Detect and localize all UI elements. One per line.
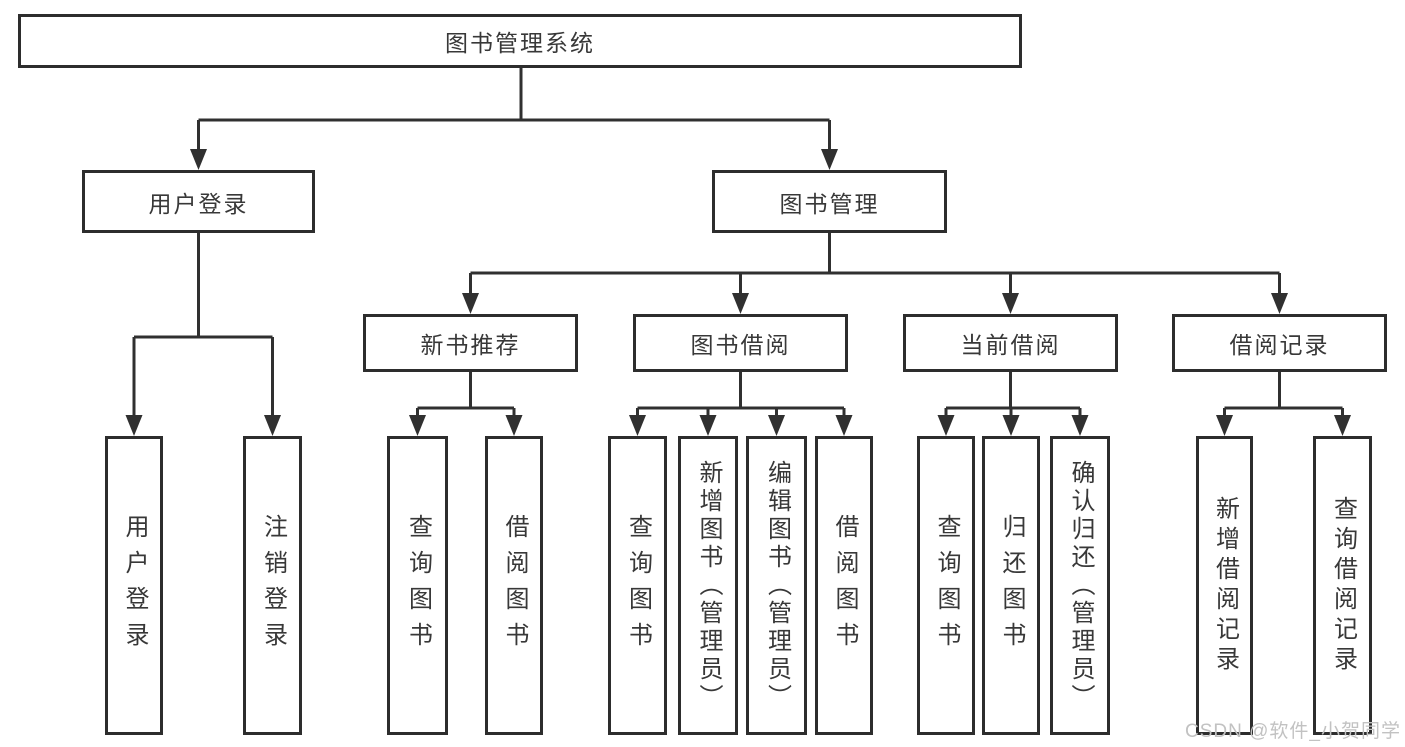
leaf-label: 查询图书 — [933, 513, 960, 658]
leaf-label: 新增图书（管理员） — [695, 459, 722, 712]
leaf-user-login: 用户登录 — [105, 436, 163, 735]
node-book-management: 图书管理 — [712, 170, 947, 233]
node-book-borrowing: 图书借阅 — [633, 314, 848, 372]
leaf-borrow-book-1: 借阅图书 — [485, 436, 543, 735]
node-root-label: 图书管理系统 — [445, 30, 595, 56]
node-label: 图书管理 — [779, 190, 880, 217]
leaf-label: 查询借阅记录 — [1329, 495, 1357, 676]
leaf-label: 借阅图书 — [831, 513, 858, 658]
leaf-return-book: 归还图书 — [982, 436, 1040, 735]
node-new-book-recommend: 新书推荐 — [363, 314, 578, 372]
node-label: 新书推荐 — [420, 332, 521, 358]
leaf-confirm-return-admin: 确认归还（管理员） — [1050, 436, 1110, 735]
node-label: 借阅记录 — [1229, 332, 1330, 358]
leaf-label: 用户登录 — [121, 513, 148, 658]
leaf-add-borrow-record: 新增借阅记录 — [1196, 436, 1253, 735]
leaf-borrow-book-2: 借阅图书 — [815, 436, 873, 735]
node-current-borrowing: 当前借阅 — [903, 314, 1118, 372]
leaf-query-book-1: 查询图书 — [387, 436, 448, 735]
leaf-label: 查询图书 — [404, 513, 432, 658]
leaf-label: 借阅图书 — [501, 513, 528, 658]
node-root: 图书管理系统 — [18, 14, 1022, 68]
node-label: 图书借阅 — [690, 332, 791, 358]
node-label: 当前借阅 — [960, 332, 1061, 358]
leaf-label: 编辑图书（管理员） — [763, 459, 791, 712]
leaf-label: 注销登录 — [259, 513, 287, 658]
node-label: 用户登录 — [148, 190, 249, 217]
leaf-query-borrow-record: 查询借阅记录 — [1313, 436, 1372, 735]
leaf-query-book-2: 查询图书 — [608, 436, 667, 735]
node-borrow-records: 借阅记录 — [1172, 314, 1387, 372]
leaf-edit-book-admin: 编辑图书（管理员） — [746, 436, 807, 735]
leaf-label: 查询图书 — [624, 513, 652, 658]
leaf-query-book-3: 查询图书 — [917, 436, 975, 735]
watermark-csdn: CSDN @软件_小贺同学 — [1185, 721, 1401, 742]
leaf-label: 确认归还（管理员） — [1067, 459, 1094, 712]
leaf-logout: 注销登录 — [243, 436, 302, 735]
leaf-label: 新增借阅记录 — [1211, 495, 1239, 676]
leaf-label: 归还图书 — [998, 513, 1025, 658]
leaf-add-book-admin: 新增图书（管理员） — [678, 436, 738, 735]
node-user-login: 用户登录 — [82, 170, 315, 233]
